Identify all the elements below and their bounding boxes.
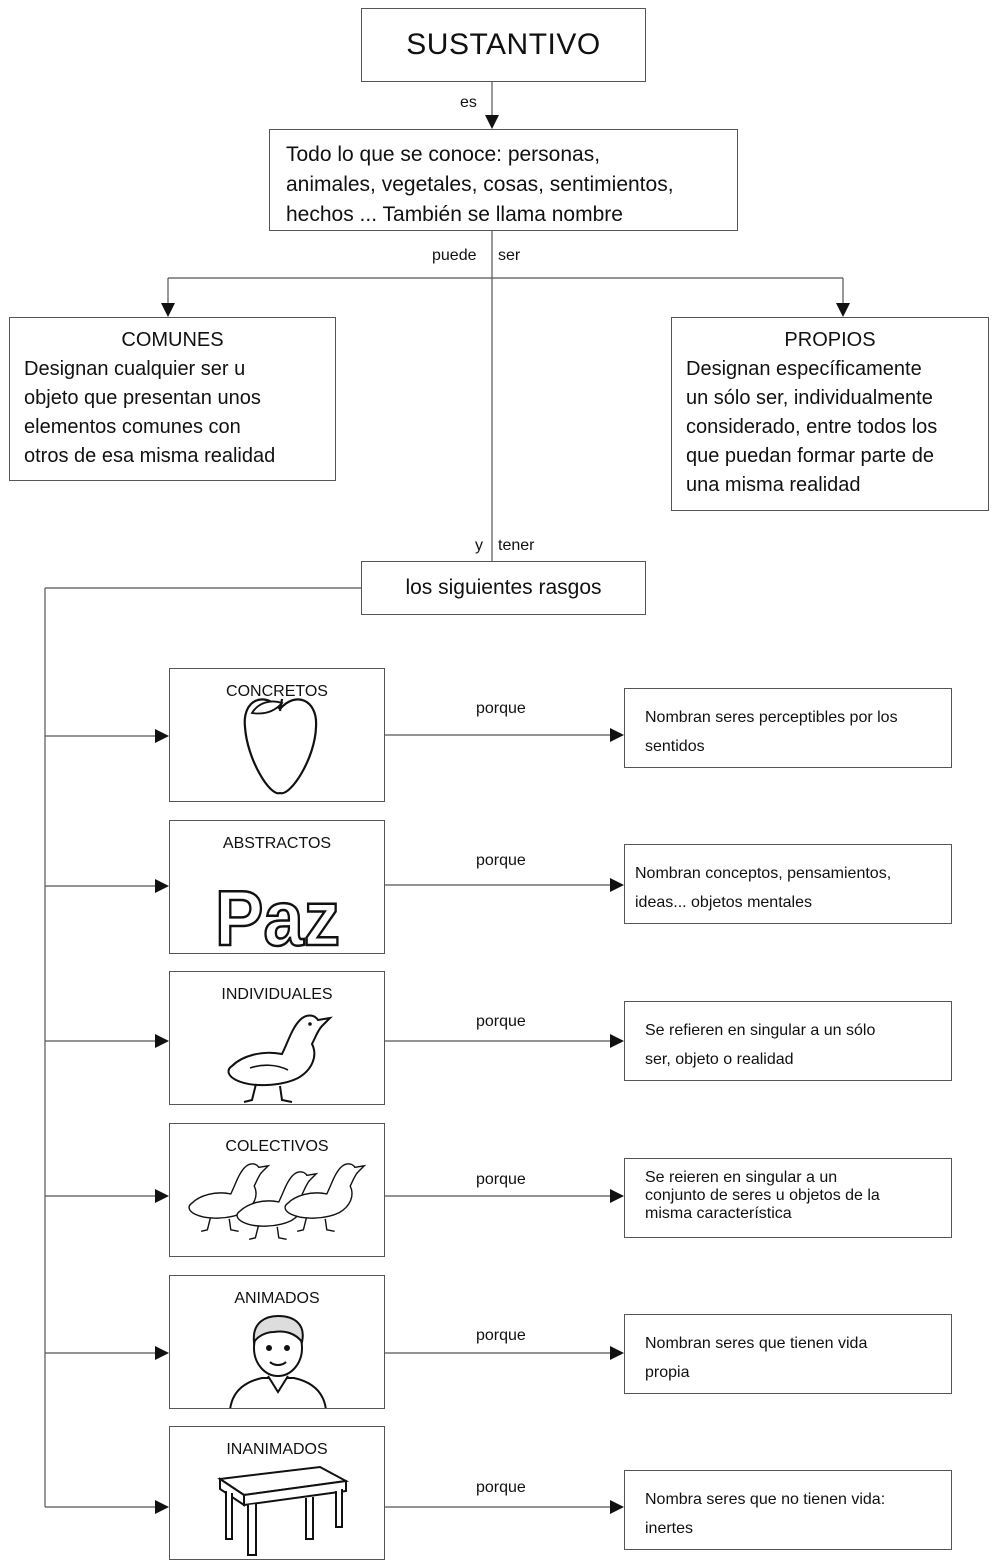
- desc-line: Nombra seres que no tienen vida:: [645, 1491, 886, 1508]
- category-box-colectivos: COLECTIVOS: [169, 1123, 385, 1257]
- comunes-heading: COMUNES: [121, 329, 224, 351]
- desc-line: Nombran seres perceptibles por los: [645, 709, 898, 726]
- desc-line: ideas... objetos mentales: [635, 894, 812, 911]
- comunes-line: elementos comunes con: [24, 416, 241, 438]
- arrowhead-right: [610, 878, 624, 892]
- paz-word-icon: Paz: [214, 873, 342, 954]
- propios-line: considerado, entre todos los: [686, 416, 938, 438]
- arrowhead-right: [155, 1346, 169, 1360]
- definition-line: animales, vegetales, cosas, sentimientos…: [286, 173, 674, 196]
- category-name: INDIVIDUALES: [221, 986, 333, 1003]
- rasgos-box: los siguientes rasgos: [361, 561, 646, 615]
- category-desc-concretos: Nombran seres perceptibles por los senti…: [624, 688, 952, 768]
- category-name: ANIMADOS: [234, 1290, 320, 1307]
- category-name: INANIMADOS: [226, 1441, 328, 1458]
- arrowhead-right: [610, 1034, 624, 1048]
- connector-porque: porque: [476, 1327, 526, 1344]
- page-title: SUSTANTIVO: [406, 28, 601, 61]
- desc-line: Nombran conceptos, pensamientos,: [635, 865, 892, 882]
- connector-y: y: [475, 537, 483, 554]
- category-desc-inanimados: Nombra seres que no tienen vida: inertes: [624, 1470, 952, 1550]
- connector-porque: porque: [476, 852, 526, 869]
- desc-line: Nombran seres que tienen vida: [645, 1335, 868, 1352]
- propios-heading: PROPIOS: [784, 329, 876, 351]
- comunes-line: otros de esa misma realidad: [24, 445, 276, 467]
- arrowhead-right: [155, 1189, 169, 1203]
- category-name: ABSTRACTOS: [222, 835, 332, 852]
- person-icon: [229, 1314, 327, 1408]
- definition-line: hechos ... También se llama nombre: [286, 203, 623, 226]
- category-box-animados: ANIMADOS: [169, 1275, 385, 1409]
- desc-line: inertes: [645, 1520, 694, 1537]
- desc-line: misma característica: [645, 1205, 792, 1222]
- desc-line: Se reieren en singular a un: [645, 1169, 838, 1186]
- duck-icon: [227, 1014, 333, 1103]
- category-desc-individuales: Se refieren en singular a un sólo ser, o…: [624, 1001, 952, 1081]
- definition-box: Todo lo que se conoce: personas, animale…: [269, 129, 738, 231]
- desc-line: Se refieren en singular a un sólo: [645, 1022, 876, 1039]
- propios-line: que puedan formar parte de: [686, 445, 934, 467]
- table-icon: [217, 1465, 350, 1556]
- arrowhead-right: [155, 729, 169, 743]
- arrowhead-down: [161, 303, 175, 317]
- category-name: CONCRETOS: [226, 683, 328, 700]
- category-desc-colectivos: Se reieren en singular a un conjunto de …: [624, 1158, 952, 1238]
- connector-tener: tener: [498, 537, 535, 554]
- arrowhead-right: [610, 1189, 624, 1203]
- title-box: SUSTANTIVO: [361, 8, 646, 82]
- category-box-abstractos: ABSTRACTOS Paz: [169, 820, 385, 954]
- connector-ser: ser: [498, 247, 521, 264]
- category-box-inanimados: INANIMADOS: [169, 1426, 385, 1560]
- arrowhead-right: [610, 1346, 624, 1360]
- propios-box: PROPIOS Designan específicamente un sólo…: [671, 317, 989, 511]
- category-box-individuales: INDIVIDUALES: [169, 971, 385, 1105]
- arrowhead-down: [836, 303, 850, 317]
- category-name: COLECTIVOS: [225, 1138, 329, 1155]
- propios-line: una misma realidad: [686, 474, 861, 496]
- definition-line: Todo lo que se conoce: personas,: [286, 143, 601, 166]
- arrowhead-right: [610, 1500, 624, 1514]
- comunes-box: COMUNES Designan cualquier ser u objeto …: [9, 317, 336, 481]
- connector-porque: porque: [476, 1479, 526, 1496]
- category-desc-animados: Nombran seres que tienen vida propia: [624, 1314, 952, 1394]
- arrowhead-down: [485, 115, 499, 129]
- category-box-concretos: CONCRETOS: [169, 668, 385, 802]
- rasgos-label: los siguientes rasgos: [405, 576, 602, 599]
- connector-es: es: [460, 94, 477, 111]
- duck-flock-icon: [188, 1163, 367, 1241]
- connector-porque: porque: [476, 1013, 526, 1030]
- arrowhead-right: [610, 728, 624, 742]
- arrowhead-right: [155, 879, 169, 893]
- apple-icon: [243, 698, 318, 795]
- propios-line: un sólo ser, individualmente: [686, 387, 933, 409]
- propios-line: Designan específicamente: [686, 358, 922, 380]
- paz-word-text: Paz: [215, 874, 340, 954]
- category-desc-abstractos: Nombran conceptos, pensamientos, ideas..…: [624, 844, 952, 924]
- desc-line: propia: [645, 1364, 690, 1381]
- connector-porque: porque: [476, 1171, 526, 1188]
- desc-line: sentidos: [645, 738, 705, 755]
- arrowhead-right: [155, 1500, 169, 1514]
- connector-porque: porque: [476, 700, 526, 717]
- desc-line: ser, objeto o realidad: [645, 1051, 794, 1068]
- comunes-line: Designan cualquier ser u: [24, 358, 246, 380]
- comunes-line: objeto que presentan unos: [24, 387, 261, 409]
- desc-line: conjunto de seres u objetos de la: [645, 1187, 880, 1204]
- connector-puede: puede: [432, 247, 477, 264]
- arrowhead-right: [155, 1034, 169, 1048]
